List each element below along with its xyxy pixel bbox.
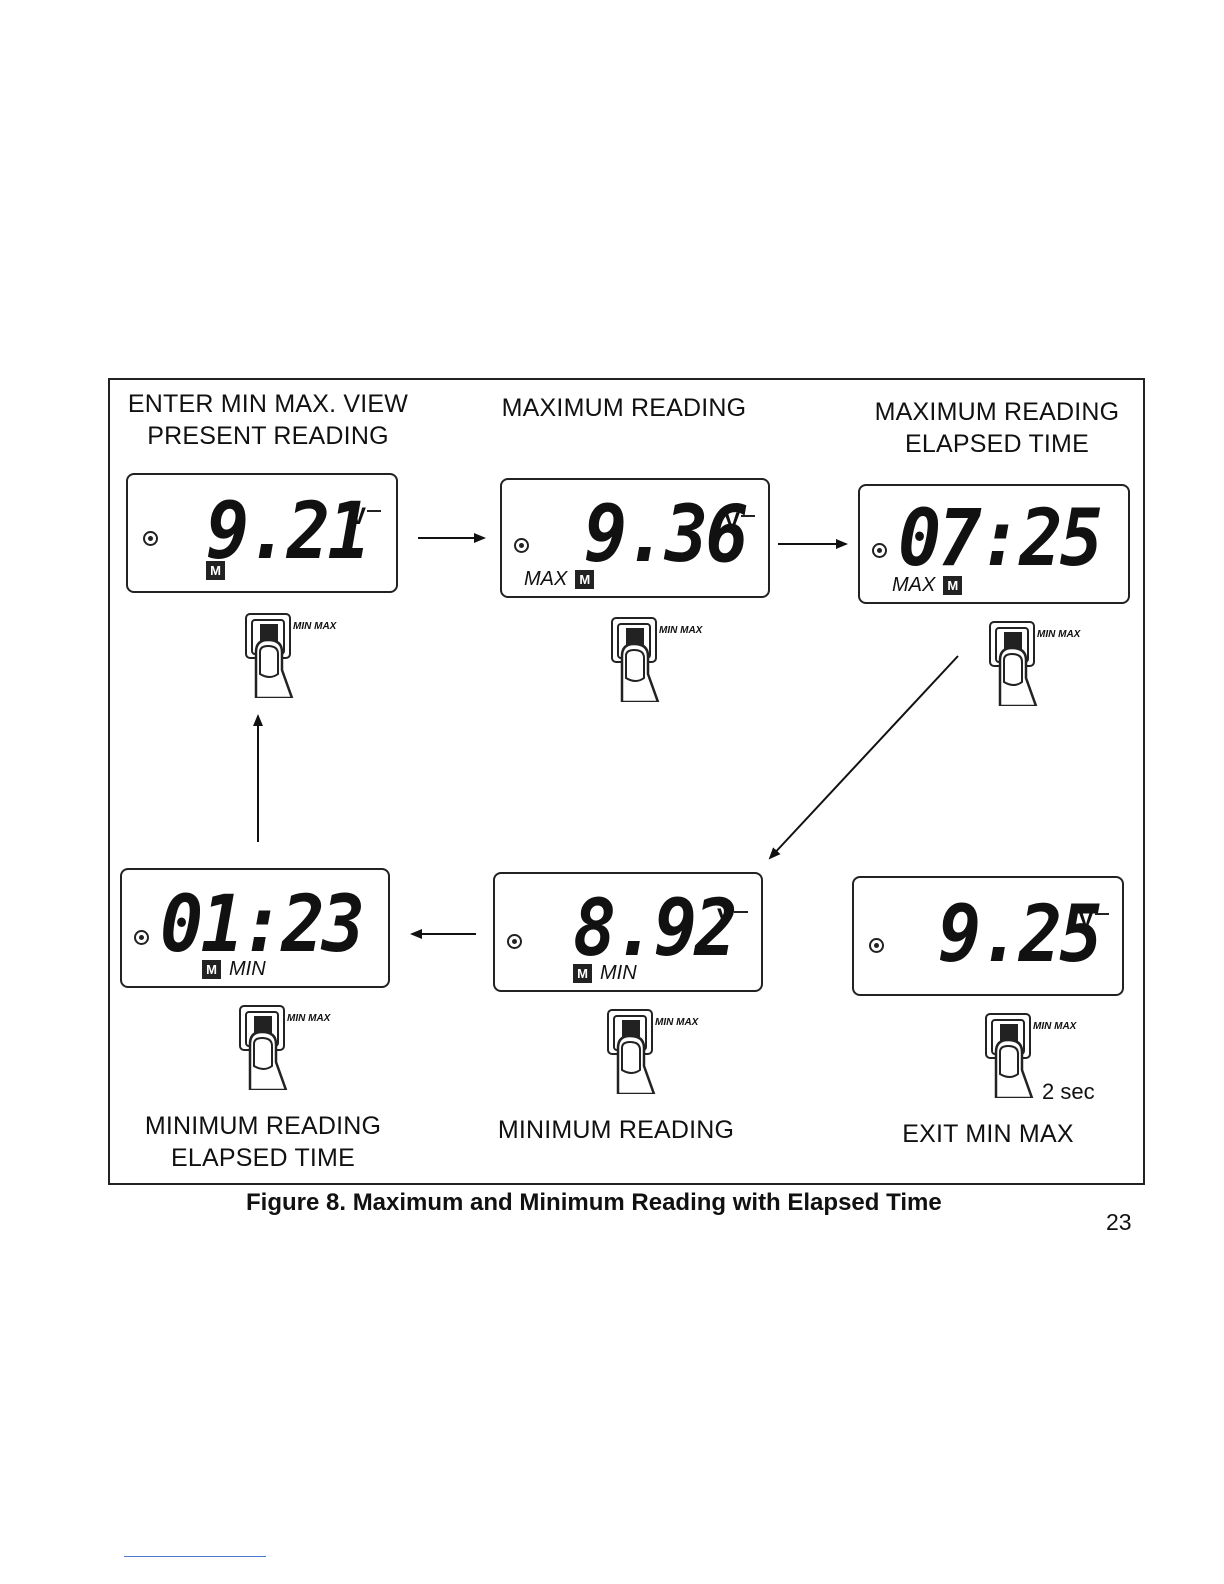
min-max-button-hold[interactable]: MIN MAX 2 sec [984, 1012, 1095, 1103]
lcd-reading: 9.25 [938, 890, 1103, 980]
min-max-caption: MIN MAX [655, 1017, 699, 1028]
lcd-unit: V [724, 510, 756, 534]
min-max-button[interactable]: MIN MAX [606, 1008, 716, 1094]
step-label-exit-min-max: EXIT MIN MAX [902, 1120, 1074, 1148]
indicator-dot-icon [872, 543, 887, 558]
min-max-button[interactable]: MIN MAX [610, 616, 720, 702]
dc-symbol-icon [734, 911, 749, 921]
step-label-enter-min-max: ENTER MIN MAX. VIEW PRESENT READING [127, 390, 409, 450]
step-label-minimum-reading: MINIMUM READING [497, 1116, 735, 1144]
dc-symbol-icon [1095, 913, 1110, 923]
step-label-maximum-reading: MAXIMUM READING [501, 394, 747, 422]
lcd-reading: 9.21 [206, 487, 371, 577]
finger-press-icon [989, 621, 1038, 706]
lcd-annotation: M [206, 561, 225, 580]
lcd-display-exit: 9.25 V [852, 876, 1124, 996]
min-max-caption: MIN MAX [659, 625, 703, 636]
min-max-caption: MIN MAX [1033, 1021, 1077, 1032]
finger-press-icon [611, 617, 660, 702]
indicator-dot-icon [869, 938, 884, 953]
lcd-reading: 8.92 [573, 884, 738, 974]
min-max-caption: MIN MAX [293, 621, 337, 632]
footer-rule [124, 1556, 266, 1557]
lcd-unit: V [1078, 908, 1110, 932]
finger-press-icon [239, 1005, 288, 1090]
finger-press-icon [607, 1009, 656, 1094]
m-icon: M [202, 959, 221, 979]
step-label-maximum-elapsed: MAXIMUM READING ELAPSED TIME [874, 398, 1120, 458]
finger-press-icon [985, 1013, 1034, 1098]
figure-frame [108, 378, 1145, 1185]
dc-symbol-icon [367, 510, 382, 520]
indicator-dot-icon [134, 930, 149, 945]
finger-press-icon [245, 613, 294, 698]
lcd-reading: 9.36 [584, 490, 749, 580]
min-max-button[interactable]: MIN MAX [988, 620, 1098, 706]
page-number: 23 [1106, 1209, 1132, 1235]
min-max-caption: MIN MAX [287, 1013, 331, 1024]
lcd-reading: 01:23 [160, 880, 365, 970]
min-max-button[interactable]: MIN MAX [244, 612, 354, 698]
m-icon: M [573, 963, 592, 983]
m-icon: M [575, 569, 595, 589]
min-max-button[interactable]: MIN MAX [238, 1004, 348, 1090]
min-max-caption: MIN MAX [1037, 629, 1081, 640]
lcd-reading: 07:25 [898, 494, 1103, 584]
indicator-dot-icon [143, 531, 158, 546]
figure-caption: Figure 8. Maximum and Minimum Reading wi… [246, 1189, 942, 1216]
lcd-unit: V [717, 906, 749, 930]
dc-symbol-icon [741, 515, 756, 525]
arrow-diagonal [768, 655, 959, 860]
indicator-dot-icon [507, 934, 522, 949]
m-icon: M [943, 575, 963, 595]
lcd-unit: V [350, 505, 382, 529]
lcd-display-present: 9.21 V M [126, 473, 398, 593]
m-icon: M [206, 561, 225, 580]
indicator-dot-icon [514, 538, 529, 553]
step-label-minimum-elapsed: MINIMUM READING ELAPSED TIME [144, 1112, 382, 1172]
